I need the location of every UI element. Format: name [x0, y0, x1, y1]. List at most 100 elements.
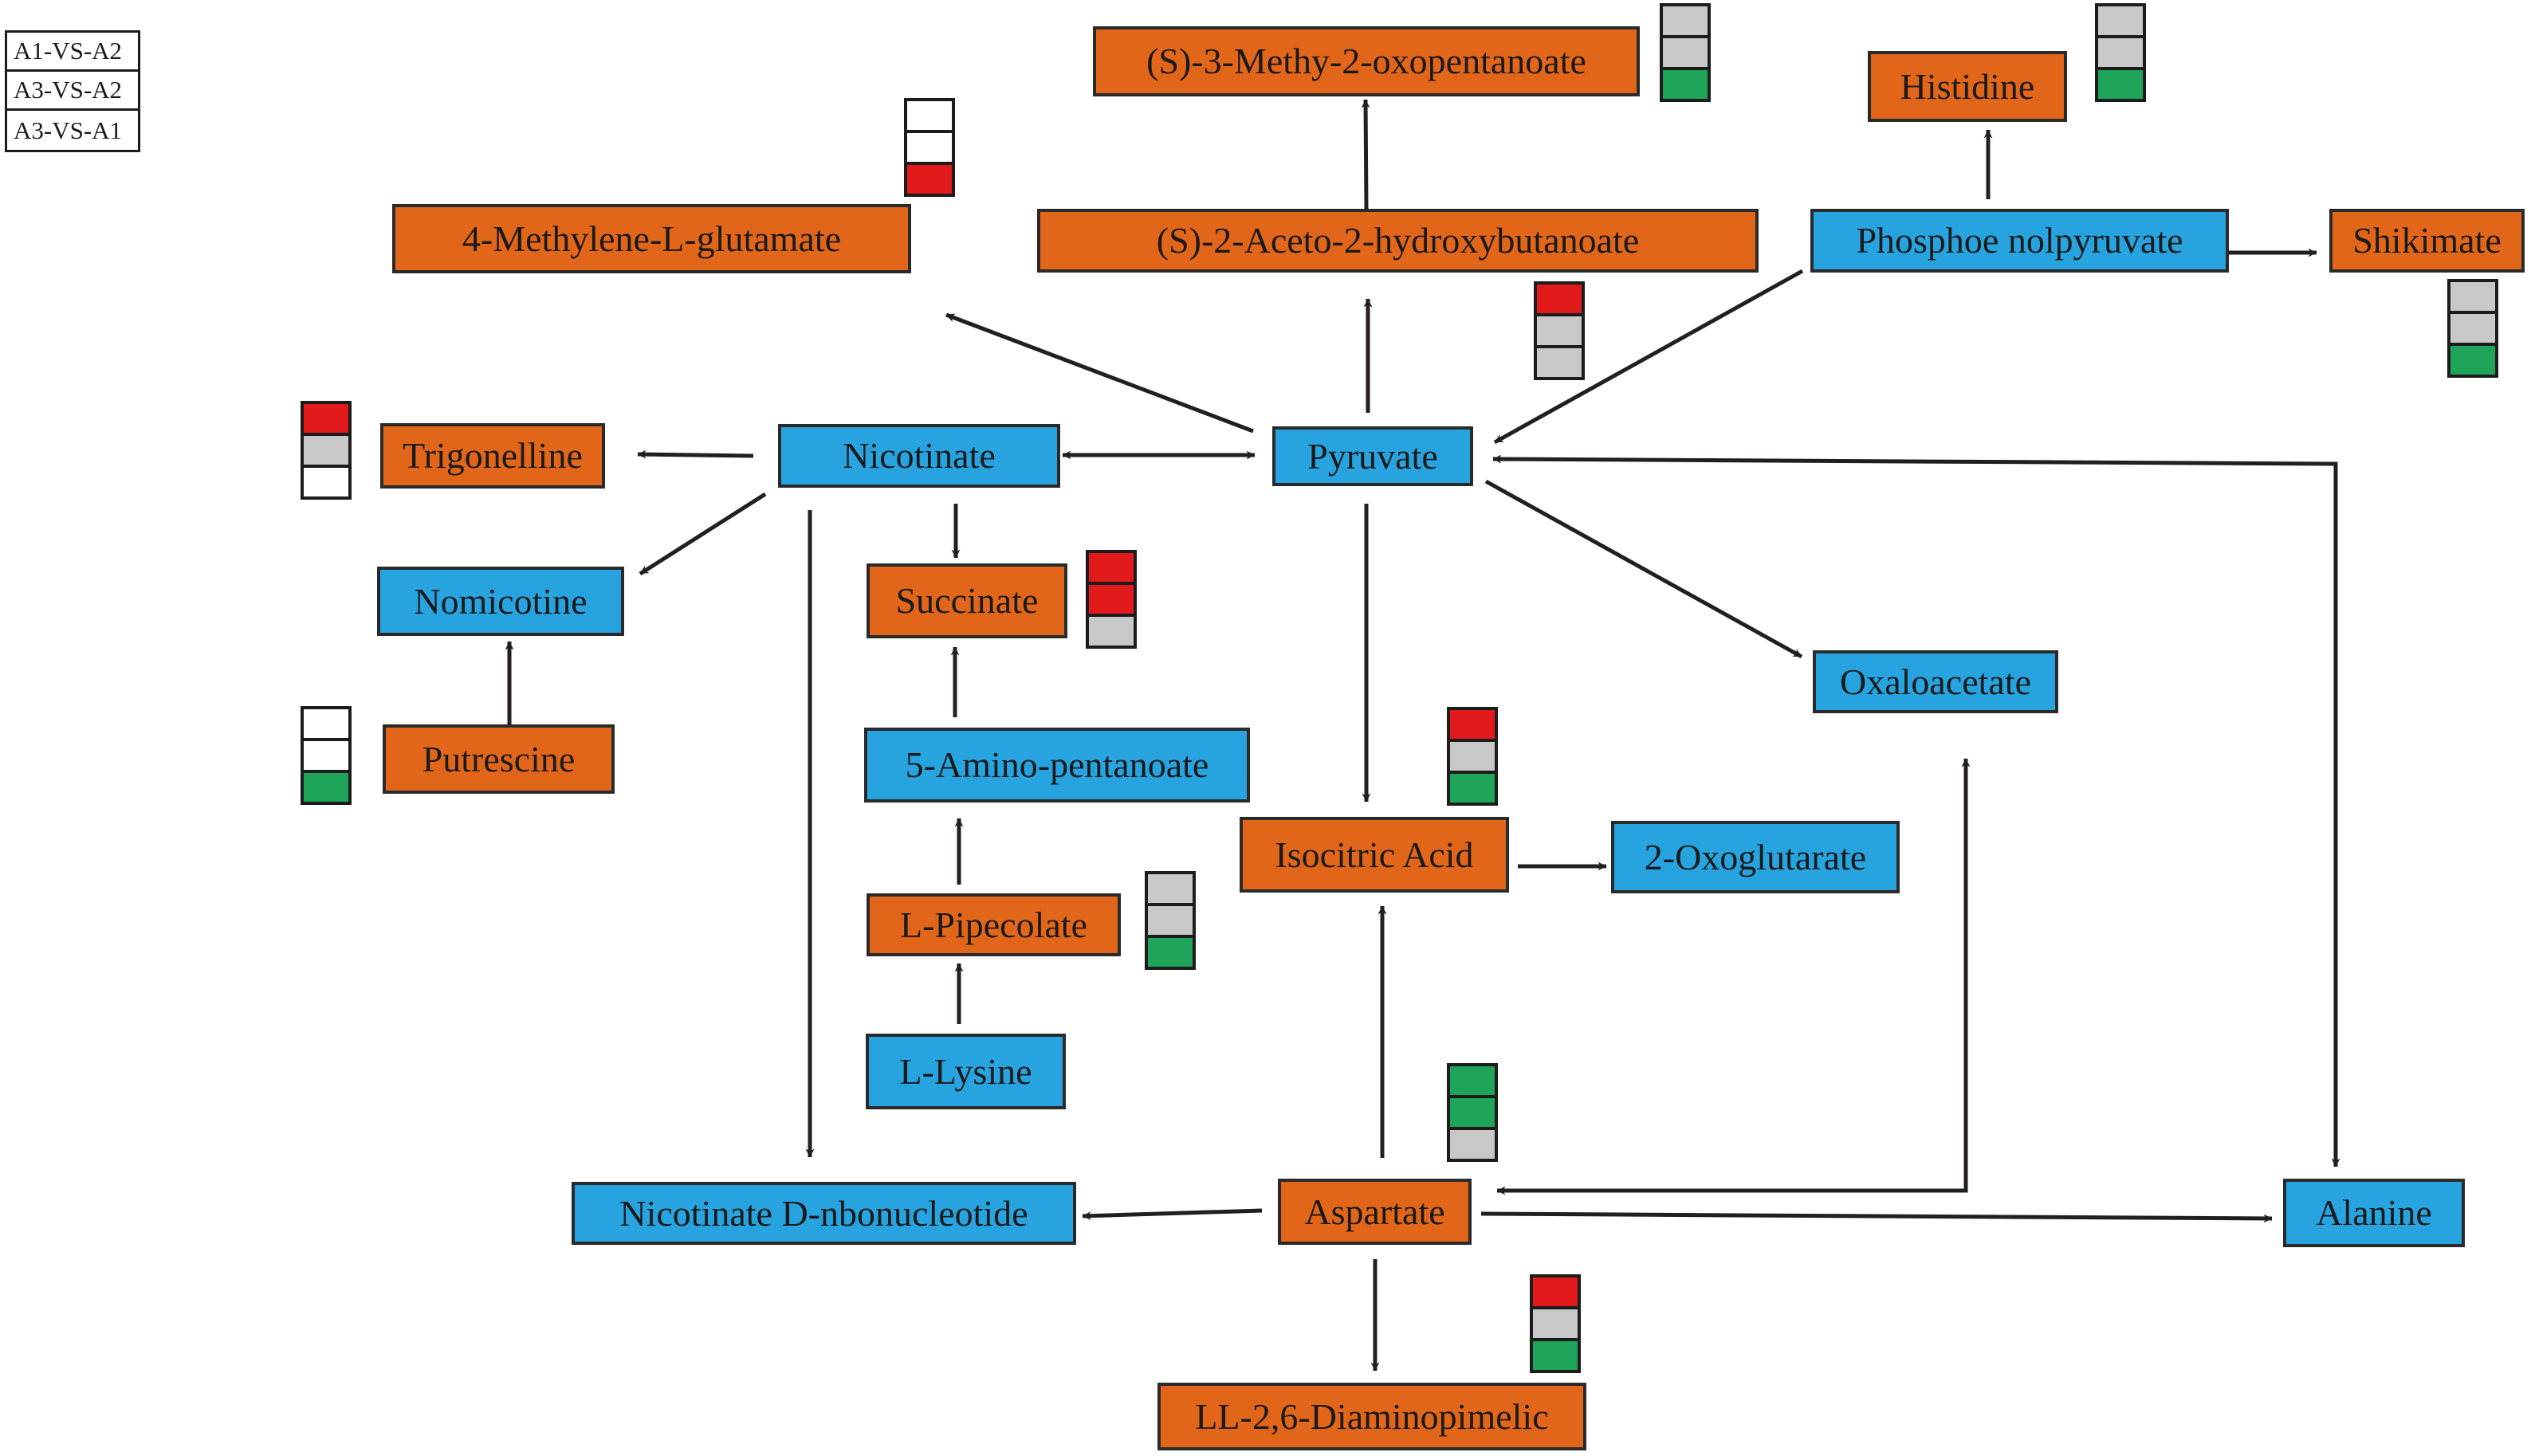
indicator-methylene-glutamate	[904, 98, 955, 197]
indicator-cell-gray	[1148, 906, 1193, 935]
indicator-cell-gray	[1450, 742, 1495, 771]
indicator-shikimate	[2447, 279, 2498, 378]
indicator-cell-green	[304, 773, 348, 802]
node-lysine: L-Lysine	[866, 1034, 1066, 1109]
legend-entry: A1-VS-A2	[7, 33, 138, 72]
indicator-cell-white	[304, 709, 348, 738]
node-succinate: Succinate	[867, 563, 1067, 638]
node-label: Nicotinate D-nbonucleotide	[619, 1192, 1028, 1234]
node-diaminopimelic: LL-2,6-Diaminopimelic	[1157, 1383, 1586, 1450]
indicator-cell-green	[1533, 1341, 1578, 1370]
node-label: Putrescine	[422, 738, 576, 779]
node-label: Phosphoe nolpyruvate	[1856, 220, 2183, 261]
indicator-aceto-hydroxybutanoate	[1534, 281, 1585, 380]
indicator-cell-gray	[1089, 617, 1134, 646]
indicator-cell-gray	[2098, 38, 2143, 67]
indicator-cell-gray	[2098, 6, 2143, 35]
node-label: Aspartate	[1304, 1191, 1445, 1232]
indicator-cell-white	[304, 741, 348, 770]
node-label: Shikimate	[2352, 220, 2502, 261]
node-nicotinate: Nicotinate	[778, 424, 1060, 488]
indicator-cell-white	[907, 101, 952, 130]
node-label: Pyruvate	[1307, 435, 1438, 477]
edge-pyruvate-to-alanine	[1492, 454, 2340, 1168]
node-aceto-hydroxybutanoate: (S)-2-Aceto-2-hydroxybutanoate	[1037, 209, 1759, 273]
indicator-cell-gray	[2450, 314, 2495, 343]
indicator-trigonelline	[301, 401, 352, 500]
indicator-cell-green	[2450, 346, 2495, 375]
indicator-cell-red	[1089, 585, 1134, 614]
indicator-diaminopimelic	[1530, 1274, 1581, 1373]
node-pipecolate: L-Pipecolate	[867, 893, 1121, 956]
legend: A1-VS-A2 A3-VS-A2 A3-VS-A1	[5, 30, 140, 152]
indicator-cell-green	[1450, 1066, 1495, 1095]
node-methy-oxopentanoate: (S)-3-Methy-2-oxopentanoate	[1093, 26, 1640, 96]
indicator-histidine	[2095, 3, 2146, 102]
indicator-cell-gray	[1533, 1309, 1578, 1338]
node-label: Nicotinate	[843, 435, 996, 476]
node-aspartate: Aspartate	[1278, 1179, 1472, 1245]
edge-aspartate-to-oxaloacetate	[1496, 758, 1971, 1195]
node-label: Isocitric Acid	[1275, 834, 1474, 875]
edge-aspartate-to-alanine	[1480, 1211, 2273, 1223]
indicator-cell-red	[1537, 285, 1582, 313]
indicator-cell-gray	[1537, 348, 1582, 377]
node-isocitric: Isocitric Acid	[1240, 817, 1509, 893]
node-methylene-glutamate: 4-Methylene-L-glutamate	[392, 204, 911, 273]
edge-phosphoenolpyruvate-to-pyruvate	[1493, 269, 1804, 445]
node-nicotinate-ribonucleotide: Nicotinate D-nbonucleotide	[572, 1182, 1076, 1245]
indicator-cell-red	[1450, 710, 1495, 739]
node-nomicotine: Nomicotine	[377, 567, 624, 636]
node-shikimate: Shikimate	[2329, 209, 2525, 273]
indicator-cell-green	[1148, 938, 1193, 967]
node-oxoglutarate: 2-Oxoglutarate	[1611, 821, 1900, 893]
node-alanine: Alanine	[2283, 1179, 2465, 1247]
edge-pyruvate-to-oxaloacetate	[1484, 479, 1803, 659]
indicator-cell-gray	[1663, 38, 1708, 67]
indicator-methy-oxopentanoate	[1660, 3, 1711, 102]
node-pyruvate: Pyruvate	[1272, 426, 1473, 486]
node-label: Trigonelline	[403, 435, 583, 476]
indicator-cell-gray	[1663, 6, 1708, 35]
legend-entry: A3-VS-A2	[7, 72, 138, 111]
node-label: LL-2,6-Diaminopimelic	[1195, 1395, 1549, 1437]
indicator-cell-red	[304, 404, 348, 433]
node-label: Oxaloacetate	[1839, 661, 2032, 702]
indicator-cell-gray	[1148, 874, 1193, 903]
node-label: L-Pipecolate	[899, 904, 1087, 945]
node-oxaloacetate: Oxaloacetate	[1813, 650, 2058, 713]
node-trigonelline: Trigonelline	[380, 423, 605, 489]
node-histidine: Histidine	[1868, 51, 2067, 122]
node-label: (S)-2-Aceto-2-hydroxybutanoate	[1156, 220, 1640, 261]
node-label: Nomicotine	[414, 580, 588, 622]
indicator-succinate	[1086, 550, 1137, 649]
indicator-cell-green	[2098, 70, 2143, 99]
legend-entry: A3-VS-A1	[7, 111, 138, 150]
node-label: 2-Oxoglutarate	[1644, 836, 1867, 877]
indicator-cell-gray	[2450, 282, 2495, 311]
node-label: Succinate	[895, 580, 1039, 621]
edge-nicotinate-to-trigonelline	[637, 449, 754, 459]
indicator-cell-red	[1089, 553, 1134, 582]
indicator-pipecolate	[1145, 871, 1196, 970]
node-label: (S)-3-Methy-2-oxopentanoate	[1146, 41, 1586, 81]
node-putrescine: Putrescine	[383, 724, 615, 794]
node-label: L-Lysine	[899, 1050, 1032, 1092]
indicator-cell-gray	[304, 436, 348, 465]
node-label: 4-Methylene-L-glutamate	[462, 218, 842, 259]
indicator-isocitric	[1447, 707, 1498, 806]
indicator-cell-white	[304, 468, 348, 496]
indicator-cell-white	[907, 133, 952, 162]
node-label: Histidine	[1900, 65, 2035, 107]
indicator-cell-gray	[1537, 316, 1582, 345]
indicator-cell-red	[1533, 1277, 1578, 1306]
indicator-cell-green	[1450, 774, 1495, 803]
indicator-cell-gray	[1450, 1130, 1495, 1159]
edge-nicotinate-to-nomicotine	[639, 492, 767, 576]
node-aminopentanoate: 5-Amino-pentanoate	[864, 728, 1250, 803]
indicator-cell-red	[907, 165, 952, 194]
indicator-aspartate	[1447, 1063, 1498, 1162]
indicator-cell-green	[1663, 70, 1708, 99]
